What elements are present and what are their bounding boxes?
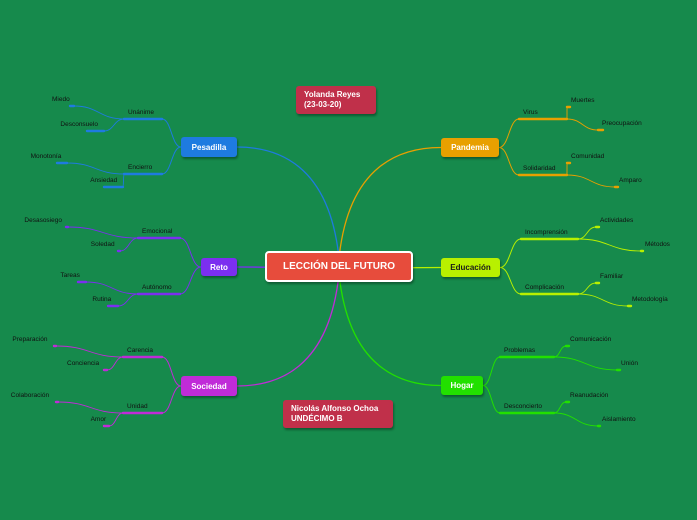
central-topic[interactable]: LECCIÓN DEL FUTURO [265,251,413,282]
leaf-pandemia-1-0[interactable]: Comunidad [571,153,605,160]
leaf-pandemia-0-0[interactable]: Muertes [571,97,595,104]
leaf-sociedad-0-1[interactable]: Conciencia [67,360,100,367]
leaf-pesadilla-1-0[interactable]: Monotonía [30,153,62,160]
sub-topic-pesadilla-0[interactable]: Unánime [128,109,155,116]
branch-pesadilla[interactable]: Pesadilla [181,137,237,157]
connector-sociedad [236,273,340,387]
leaf-reto-0-1[interactable]: Soledad [90,241,115,248]
connector-hogar-leaf-1-0 [553,401,567,414]
leaf-hogar-0-0[interactable]: Comunicación [570,336,612,343]
connector-reto-leaf-0-0 [67,226,139,239]
connector-educacion-leaf-1-0 [577,282,597,295]
connector-pesadilla-sub-1 [161,146,182,175]
leaf-pesadilla-1-1[interactable]: Ansiedad [90,177,118,184]
connector-pesadilla-sub-0 [161,118,182,148]
connector-educacion-sub-0 [499,238,522,268]
connector-sociedad-leaf-0-1 [106,356,124,371]
leaf-pandemia-1-1[interactable]: Amparo [619,177,642,184]
connector-educacion-sub-1 [499,267,522,295]
leaf-hogar-0-1[interactable]: Unión [621,360,638,367]
student-grade: UNDÉCIMO B [291,414,343,423]
connector-pandemia [338,146,442,259]
sub-topic-reto-1[interactable]: Autónomo [142,284,172,291]
connector-pesadilla-leaf-1-0 [66,162,125,175]
leaf-reto-1-1[interactable]: Rutina [92,296,112,303]
connector-pesadilla-leaf-0-0 [73,105,125,120]
connector-educacion-leaf-0-1 [577,238,642,252]
sub-topic-sociedad-0[interactable]: Carencia [127,347,154,354]
leaf-educacion-1-0[interactable]: Familiar [600,273,624,280]
connector-reto-sub-1 [179,266,202,295]
connector-hogar-sub-1 [482,385,501,414]
leaf-educacion-0-1[interactable]: Métodos [645,241,670,248]
sub-topic-pandemia-1[interactable]: Solidaridad [523,165,556,172]
connector-hogar-leaf-1-1 [553,412,599,427]
leaf-educacion-1-1[interactable]: Metodología [632,296,668,303]
sub-topic-reto-0[interactable]: Emocional [142,228,173,235]
connector-pandemia-leaf-0-1 [566,118,599,131]
connector-reto-sub-0 [179,237,202,268]
leaf-pandemia-0-1[interactable]: Preocupación [602,120,642,127]
leaf-pesadilla-0-1[interactable]: Desconsuelo [60,121,98,128]
leaf-sociedad-1-0[interactable]: Colaboración [10,392,50,399]
leaf-hogar-1-1[interactable]: Aislamiento [602,416,636,423]
connector-sociedad-leaf-1-0 [57,401,124,414]
branch-sociedad[interactable]: Sociedad [181,376,237,396]
connector-hogar-leaf-0-0 [553,345,567,358]
leaf-educacion-0-0[interactable]: Actividades [600,217,634,224]
connector-reto-leaf-1-0 [85,281,139,295]
connector-pandemia-sub-1 [498,147,520,176]
leaf-reto-1-0[interactable]: Tareas [60,272,80,279]
connector-sociedad-sub-0 [161,356,182,387]
branch-educacion[interactable]: Educación [441,258,500,277]
connector-educacion-leaf-1-1 [577,293,629,307]
branch-hogar[interactable]: Hogar [441,376,483,395]
connector-educacion-leaf-0-0 [577,226,597,240]
connector-hogar [338,273,442,387]
student-note[interactable]: Nicolás Alfonso Ochoa UNDÉCIMO B [283,400,393,428]
connector-pandemia-sub-0 [498,118,520,148]
sub-topic-educacion-0[interactable]: Incomprensión [525,229,568,236]
sub-topic-sociedad-1[interactable]: Unidad [127,403,148,410]
connector-hogar-sub-0 [482,356,501,386]
author-date: (23-03-20) [304,100,342,109]
connector-pesadilla-leaf-1-1 [122,173,125,188]
sub-topic-hogar-1[interactable]: Desconcierto [504,403,542,410]
sub-topic-hogar-0[interactable]: Problemas [504,347,536,354]
connector-sociedad-leaf-1-1 [108,412,124,427]
student-name: Nicolás Alfonso Ochoa [291,404,379,413]
author-note[interactable]: Yolanda Reyes (23-03-20) [296,86,376,114]
connector-sociedad-sub-1 [161,385,182,414]
branch-pandemia[interactable]: Pandemia [441,138,499,157]
leaf-pesadilla-0-0[interactable]: Miedo [52,96,70,103]
sub-topic-pandemia-0[interactable]: Virus [523,109,538,116]
sub-topic-pesadilla-1[interactable]: Encierro [128,164,153,171]
leaf-hogar-1-0[interactable]: Reanudación [570,392,609,399]
connector-hogar-leaf-0-1 [553,356,618,371]
connector-reto-leaf-1-1 [117,293,139,307]
connector-pesadilla [236,146,340,259]
author-name: Yolanda Reyes [304,90,361,99]
leaf-sociedad-1-1[interactable]: Amor [90,416,107,423]
sub-topic-educacion-1[interactable]: Complicación [525,284,565,291]
connector-reto-leaf-0-1 [119,237,139,252]
leaf-sociedad-0-0[interactable]: Preparación [12,336,48,343]
connector-sociedad-leaf-0-0 [55,345,124,358]
connector-pandemia-leaf-1-1 [566,174,616,188]
branch-reto[interactable]: Reto [201,258,237,276]
leaf-reto-0-0[interactable]: Desasosiego [24,217,62,224]
connector-pesadilla-leaf-0-1 [103,118,125,132]
